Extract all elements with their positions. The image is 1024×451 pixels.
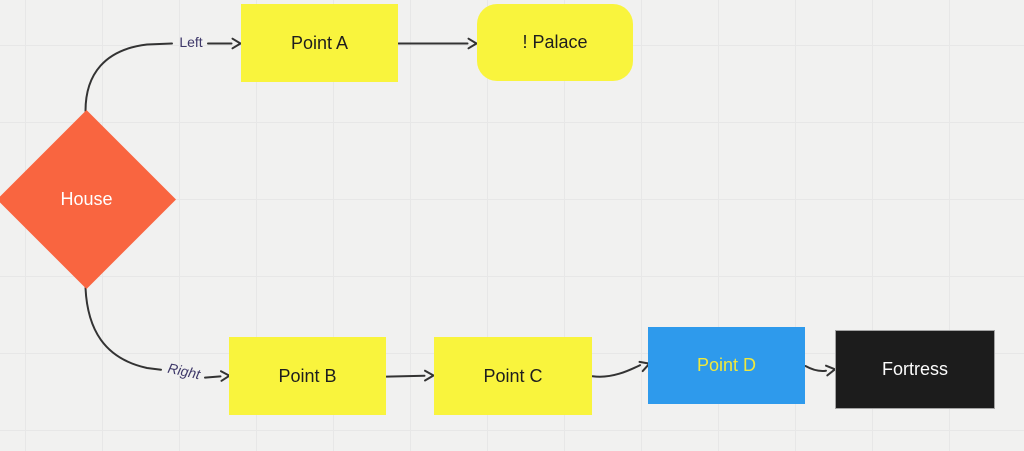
node-point-a-label: Point A: [290, 32, 349, 53]
node-palace-label: ! Palace: [522, 32, 588, 52]
edge-point-b-to-point-c[interactable]: [385, 369, 435, 382]
node-point-d-label: Point D: [696, 355, 757, 375]
node-point-b-label: Point B: [278, 365, 337, 386]
edge-point-a-to-palace[interactable]: [397, 37, 478, 50]
node-point-c-label: Point C: [483, 365, 543, 386]
node-palace[interactable]: ! Palace: [477, 4, 633, 81]
edge-label-right: Right: [166, 359, 202, 383]
node-point-c[interactable]: Point C: [434, 337, 592, 415]
node-fortress[interactable]: Fortress: [835, 330, 995, 409]
arrowhead-icon: [231, 37, 242, 50]
edge-point-d-to-fortress[interactable]: [804, 364, 836, 377]
node-fortress-label: Fortress: [881, 359, 948, 379]
node-point-b[interactable]: Point B: [229, 337, 386, 415]
arrowhead-icon: [467, 37, 478, 50]
edge-point-c-to-point-d[interactable]: [591, 360, 651, 378]
node-house[interactable]: House: [0, 110, 176, 289]
edge-house-to-point-a[interactable]: [84, 37, 242, 112]
edge-label-left: Left: [179, 34, 203, 50]
node-house-label: House: [60, 189, 113, 209]
node-point-a[interactable]: Point A: [241, 4, 398, 82]
arrowhead-icon: [424, 369, 435, 382]
node-point-d[interactable]: Point D: [648, 327, 805, 404]
arrowhead-icon: [825, 364, 836, 377]
edge-house-to-point-b[interactable]: [84, 287, 231, 382]
